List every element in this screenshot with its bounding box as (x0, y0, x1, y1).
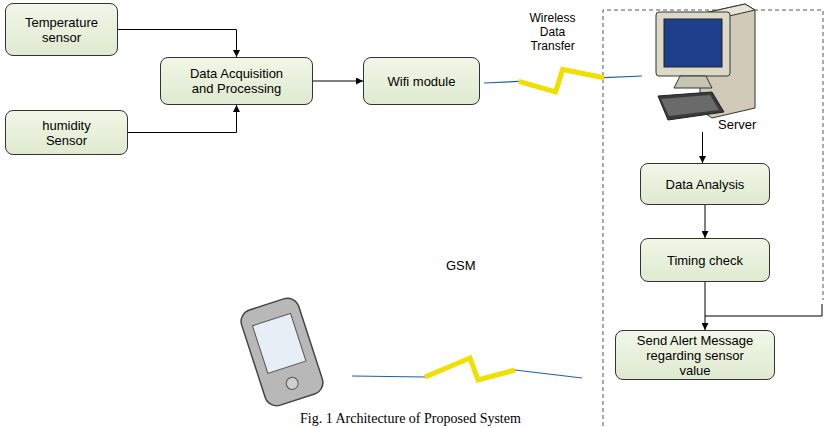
box-text: Send Alert Message regarding sensor valu… (630, 333, 760, 378)
feedback-line (705, 304, 822, 316)
link-label: GSM (446, 258, 476, 273)
box-text: Timing check (667, 253, 743, 268)
wireless-link (484, 70, 642, 92)
arrow-connector (118, 30, 237, 58)
arrow-connector (702, 132, 703, 163)
connector-line (128, 105, 237, 133)
bolt-line (515, 370, 582, 378)
phone-screen (252, 313, 305, 373)
arrow-connector (705, 205, 706, 238)
keyboard (658, 92, 724, 120)
process-box: Send Alert Message regarding sensor valu… (615, 330, 775, 380)
phone-button (285, 376, 300, 391)
bolt-line (352, 376, 425, 377)
process-box: Data Acquisition and Processing (160, 57, 313, 105)
server-boundary (603, 10, 823, 428)
monitor-stand (674, 76, 712, 88)
connector-line (705, 205, 706, 238)
edge-label: Wireless Data Transfer (525, 11, 581, 53)
box-text: Data Acquisition and Processing (179, 66, 294, 96)
process-box: Temperature sensor (5, 3, 118, 56)
box-text: Wifi module (388, 74, 456, 89)
bolt-line (604, 76, 642, 78)
box-text: Temperature sensor (16, 15, 107, 45)
keyboard-keys (661, 95, 719, 116)
connector-line (313, 81, 363, 82)
phone-body (238, 295, 326, 409)
process-box: humidity Sensor (5, 110, 128, 155)
arrow-connector (313, 81, 363, 82)
process-box: Wifi module (363, 57, 480, 105)
gsm-link-bolt (352, 358, 582, 380)
connector-line (705, 282, 706, 330)
process-box: Data Analysis (640, 163, 770, 205)
arrow-connector (705, 282, 706, 330)
connector-line (702, 132, 703, 163)
bolt-zigzag (425, 358, 515, 380)
monitor-screen (664, 19, 722, 67)
process-box: Timing check (640, 238, 770, 282)
box-text: Data Analysis (666, 177, 745, 192)
bolt-zigzag (519, 70, 604, 92)
box-text: humidity Sensor (30, 118, 103, 148)
monitor (656, 12, 730, 76)
mobile-phone-icon (238, 295, 326, 409)
bolt-line (484, 81, 519, 83)
computer-icon (656, 4, 755, 120)
arrow-connector (128, 105, 237, 133)
server-label: Server (718, 117, 756, 132)
server-node: Server (640, 4, 765, 132)
connector-line (118, 30, 237, 58)
figure-caption: Fig. 1 Architecture of Proposed System (300, 411, 521, 426)
